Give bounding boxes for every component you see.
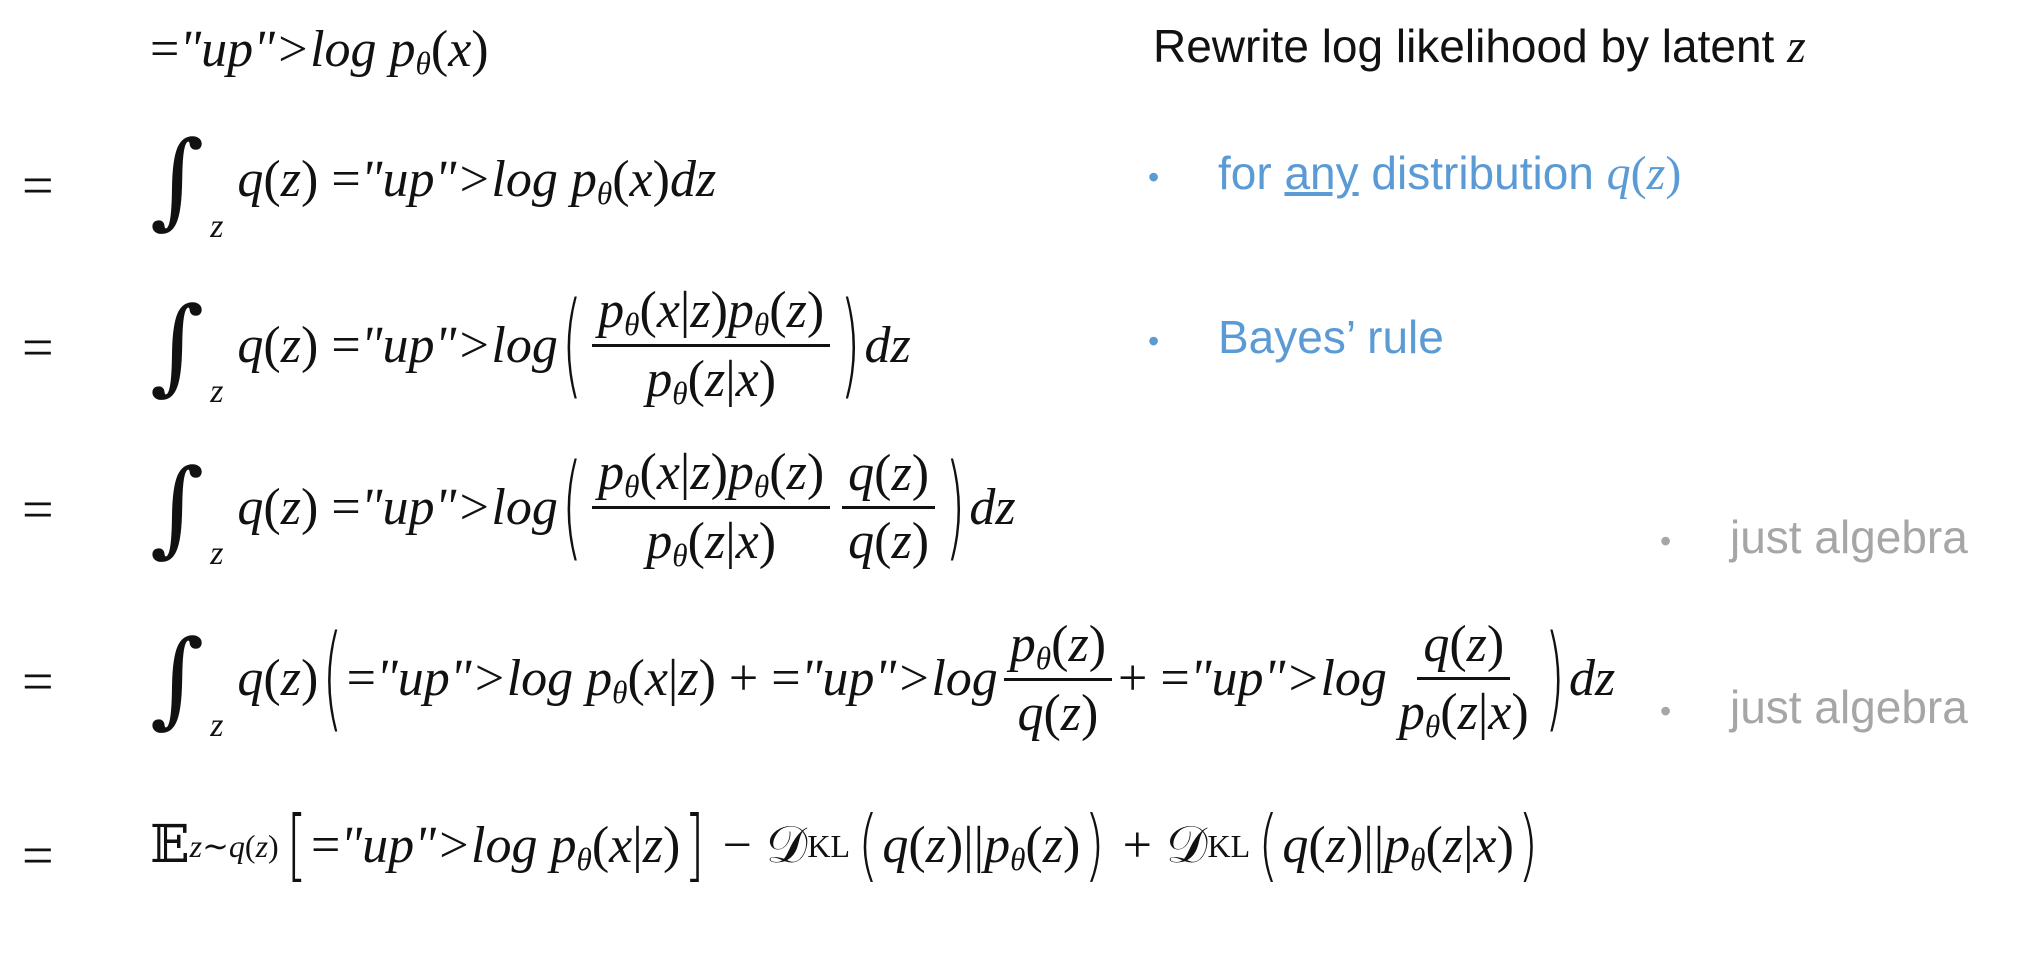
integral-sign: ∫ [150, 617, 205, 740]
left-paren: ( [858, 800, 879, 891]
equation-line-5: 𝔼 z∼q(z) [ ="up">log pθ(x|z) ] − 𝒟 KL ( … [150, 807, 1542, 885]
right-paren: ) [1517, 800, 1539, 891]
fraction: pθ(x|z)pθ(z)pθ(z|x) [592, 444, 831, 573]
bullet-icon: • [1148, 322, 1160, 359]
term: q(z) ="up">log [237, 316, 558, 374]
left-paren: ( [561, 279, 583, 412]
note-text: just algebra [1730, 511, 1968, 563]
note-text: just algebra [1730, 681, 1968, 733]
term: + ="up">log [1118, 650, 1387, 708]
denominator: pθ(z|x) [646, 351, 777, 411]
kl-subscript: KL [807, 827, 851, 864]
left-bracket: [ [286, 800, 307, 891]
equation-lhs: ="up">log pθ(x) [150, 20, 489, 80]
term: q(z) ="up">log [237, 478, 558, 536]
right-paren: ) [1084, 800, 1105, 891]
fraction: q(z)q(z) [842, 445, 936, 570]
note-any-distribution: • for any distribution q(z) [1148, 145, 1681, 203]
term: dz [864, 316, 911, 374]
kl-symbol: 𝒟 [765, 817, 808, 874]
denominator: pθ(z|x) [646, 513, 777, 573]
note-just-algebra-1: • just algebra [1660, 510, 1968, 565]
fraction: q(z)pθ(z|x) [1393, 616, 1535, 742]
left-paren: ( [561, 441, 583, 574]
note-just-algebra-2: • just algebra [1660, 680, 1968, 735]
integral-icon: ∫z [150, 283, 224, 411]
minus-sign: − [722, 817, 752, 874]
note-text: distribution [1358, 147, 1607, 199]
integral-icon: ∫z [150, 445, 224, 573]
heading-variable: z [1787, 20, 1806, 73]
note-bayes-rule: • Bayes’ rule [1148, 310, 1444, 365]
left-paren: ( [1258, 800, 1279, 891]
term: dz [1568, 650, 1616, 708]
term: q(z)||pθ(z|x) [1282, 817, 1514, 877]
denominator: q(z) [848, 513, 930, 570]
equation-line-2: ∫z q(z) ="up">log ( pθ(x|z)pθ(z)pθ(z|x) … [150, 282, 911, 409]
equation-line-3: ∫z q(z) ="up">log ( pθ(x|z)pθ(z)pθ(z|x) … [150, 444, 1016, 571]
note-math: q(z) [1606, 147, 1682, 200]
numerator: pθ(x|z)pθ(z) [592, 444, 831, 509]
term: dz [969, 478, 1016, 536]
integral-subscript: z [210, 373, 224, 411]
right-paren: ) [840, 279, 861, 412]
denominator: q(z) [1017, 685, 1099, 742]
equals-sign: = [22, 155, 54, 217]
bullet-icon: • [1660, 692, 1672, 729]
log-likelihood: ="up">log pθ(x) [150, 21, 489, 81]
right-paren: ) [945, 441, 966, 574]
term: q(z)||pθ(z) [882, 817, 1081, 877]
right-paren: ) [1544, 613, 1565, 746]
plus-sign: + [1122, 817, 1152, 874]
bullet-icon: • [1660, 522, 1672, 559]
term: q(z) ="up">log pθ(x)dz [237, 150, 717, 211]
equals-sign: = [22, 479, 54, 541]
numerator: pθ(z) [1003, 616, 1113, 681]
slide-heading: Rewrite log likelihood by latent z [1153, 18, 1806, 76]
integral-sign: ∫ [150, 283, 205, 406]
numerator: pθ(x|z)pθ(z) [592, 282, 831, 347]
fraction: pθ(z)q(z) [1003, 616, 1113, 742]
term: ="up">log pθ(x|z) + ="up">log [346, 650, 998, 710]
numerator: q(z) [842, 445, 936, 509]
integral-sign: ∫ [150, 445, 205, 568]
integral-subscript: z [210, 535, 224, 573]
kl-subscript: KL [1207, 827, 1251, 864]
left-paren: ( [322, 613, 343, 746]
fraction: pθ(x|z)pθ(z)pθ(z|x) [592, 282, 831, 411]
equals-sign: = [22, 825, 54, 887]
expectation-subscript: z∼q(z) [189, 827, 279, 864]
equation-line-1: ∫z q(z) ="up">log pθ(x)dz [150, 118, 717, 243]
term: ="up">log pθ(x|z) [310, 817, 681, 877]
integral-icon: ∫z [150, 617, 223, 743]
equation-line-4: ∫z q(z) ( ="up">log pθ(x|z) + ="up">log … [150, 616, 1615, 742]
underlined-word: any [1284, 147, 1359, 199]
bullet-icon: • [1148, 158, 1160, 195]
heading-text: Rewrite log likelihood by latent [1153, 20, 1775, 72]
denominator: pθ(z|x) [1398, 684, 1529, 744]
kl-symbol: 𝒟 [1165, 817, 1208, 874]
expectation-symbol: 𝔼 [150, 817, 190, 874]
integral-sign: ∫ [150, 118, 205, 240]
right-bracket: ] [684, 800, 705, 891]
numerator: q(z) [1417, 616, 1511, 681]
equals-sign: = [22, 651, 54, 713]
equals-sign: = [22, 317, 54, 379]
note-text: for [1218, 147, 1285, 199]
term: q(z) [237, 650, 319, 708]
note-text: Bayes’ rule [1218, 311, 1444, 363]
integral-subscript: z [210, 207, 224, 245]
integral-subscript: z [210, 706, 224, 744]
integral-icon: ∫z [150, 118, 223, 243]
